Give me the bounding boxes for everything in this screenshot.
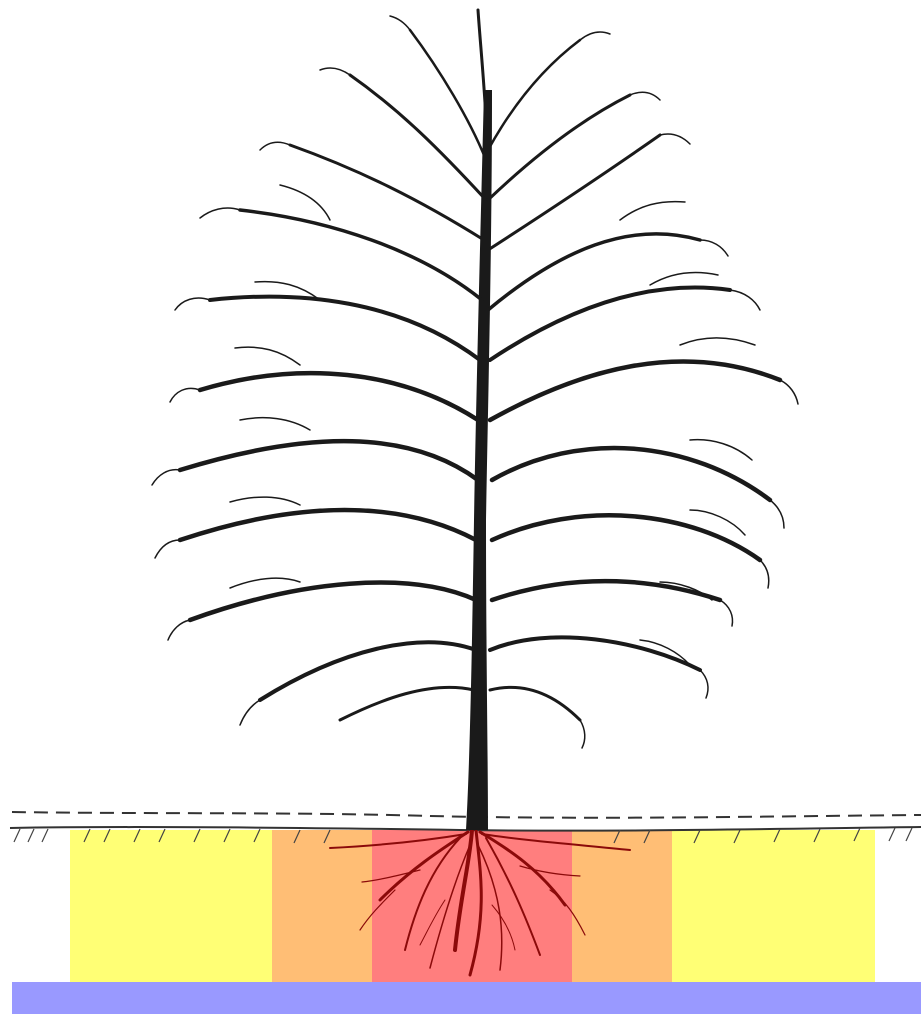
- outer-zone-left: [70, 830, 272, 982]
- bedrock-layer: [12, 982, 921, 1014]
- ground-line: [10, 812, 921, 831]
- middle-zone-left: [272, 830, 372, 982]
- middle-zone-right: [572, 830, 672, 982]
- outer-zone-right: [672, 830, 875, 982]
- inner-zone: [372, 830, 572, 982]
